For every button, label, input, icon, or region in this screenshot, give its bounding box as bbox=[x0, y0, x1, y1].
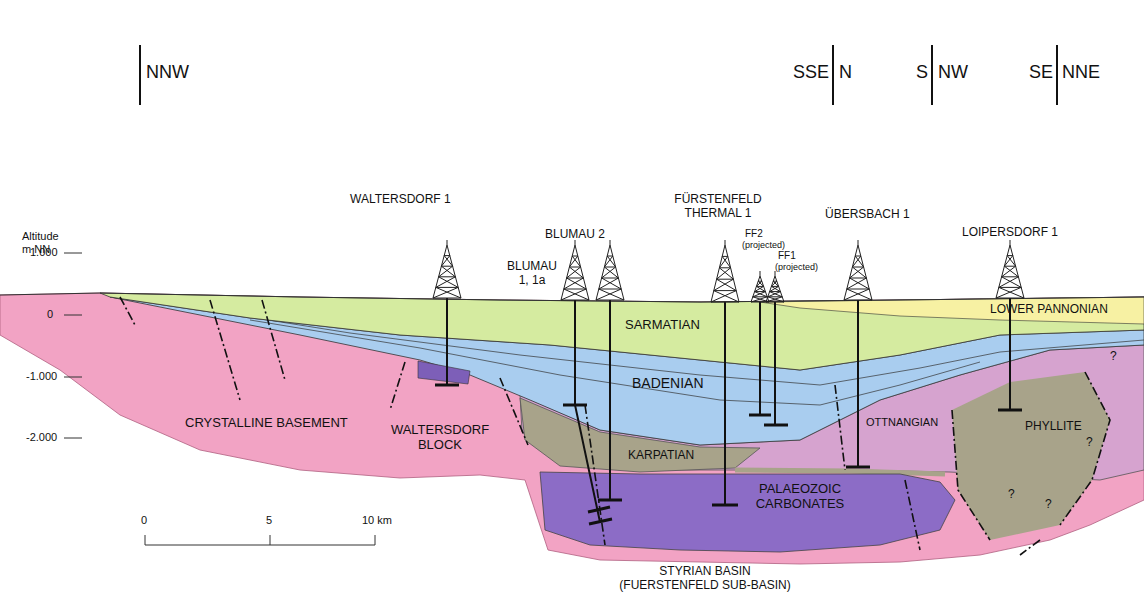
tick-value: 0 bbox=[47, 308, 53, 321]
query-mark: ? bbox=[1086, 436, 1093, 450]
derrick bbox=[561, 240, 589, 300]
well-paths bbox=[435, 298, 1022, 524]
unit-label: PHYLLITE bbox=[1025, 420, 1082, 434]
query-mark: ? bbox=[1045, 498, 1052, 512]
derrick bbox=[766, 271, 784, 302]
well-note: (projected) bbox=[775, 262, 818, 272]
palaeozoic-carbonates bbox=[540, 472, 955, 552]
well-name: FF1 bbox=[778, 250, 796, 262]
scale-value: 5 bbox=[266, 514, 272, 527]
well-name: FF2 bbox=[745, 228, 763, 240]
query-mark: ? bbox=[1110, 350, 1117, 364]
direction-label: NNE bbox=[1062, 62, 1100, 83]
unit-label: OTTNANGIAN bbox=[866, 416, 938, 429]
well-name: BLUMAU 1, 1a bbox=[503, 260, 561, 288]
derrick bbox=[596, 240, 624, 300]
scale-value: 0 bbox=[141, 514, 147, 527]
karpatian-thin-band bbox=[735, 470, 945, 474]
tick-value: -2.000 bbox=[26, 431, 57, 444]
direction-label: S bbox=[916, 62, 928, 83]
drilling-rigs bbox=[433, 240, 1024, 302]
well-name: LOIPERSDORF 1 bbox=[955, 226, 1065, 240]
query-mark: ? bbox=[1008, 488, 1015, 502]
well-name: ÜBERSBACH 1 bbox=[825, 208, 910, 222]
unit-label: KARPATIAN bbox=[628, 449, 694, 463]
basin-label: STYRIAN BASIN (FUERSTENFELD SUB-BASIN) bbox=[614, 565, 796, 593]
crystalline-basement bbox=[0, 293, 1144, 564]
derrick bbox=[433, 240, 461, 298]
derrick bbox=[996, 240, 1024, 298]
waltersdorf-cap bbox=[418, 361, 470, 384]
scale-value: 10 km bbox=[362, 514, 392, 527]
direction-label: SSE bbox=[793, 62, 829, 83]
well-name: FÜRSTENFELD THERMAL 1 bbox=[668, 193, 768, 221]
unit-label: SARMATIAN bbox=[625, 318, 700, 333]
ground-surface bbox=[0, 293, 1144, 302]
derrick bbox=[751, 271, 769, 302]
direction-label: SE bbox=[1029, 62, 1053, 83]
unit-label: CRYSTALLINE BASEMENT bbox=[185, 416, 348, 431]
direction-label: NNW bbox=[146, 62, 189, 83]
fault-lines bbox=[120, 297, 1110, 555]
well-note: (projected) bbox=[742, 240, 785, 250]
unit-label: PALAEOZOIC CARBONATES bbox=[745, 482, 855, 512]
derrick bbox=[844, 240, 872, 300]
direction-bars bbox=[140, 45, 1057, 105]
sarmatian-layer bbox=[100, 293, 1144, 370]
scale-bar bbox=[145, 535, 375, 545]
direction-label: N bbox=[839, 62, 852, 83]
unit-label: LOWER PANNONIAN bbox=[990, 303, 1108, 317]
unit-label: BADENIAN bbox=[632, 375, 704, 391]
phyllite-body bbox=[952, 372, 1110, 540]
altitude-ticks bbox=[64, 253, 82, 438]
tick-value: 1.000 bbox=[30, 246, 58, 259]
well-name: BLUMAU 2 bbox=[545, 228, 605, 242]
unit-label: WALTERSDORF BLOCK bbox=[385, 423, 495, 453]
well-name: WALTERSDORF 1 bbox=[350, 193, 451, 207]
tick-value: -1.000 bbox=[26, 370, 57, 383]
direction-label: NW bbox=[938, 62, 968, 83]
derrick bbox=[711, 240, 739, 302]
